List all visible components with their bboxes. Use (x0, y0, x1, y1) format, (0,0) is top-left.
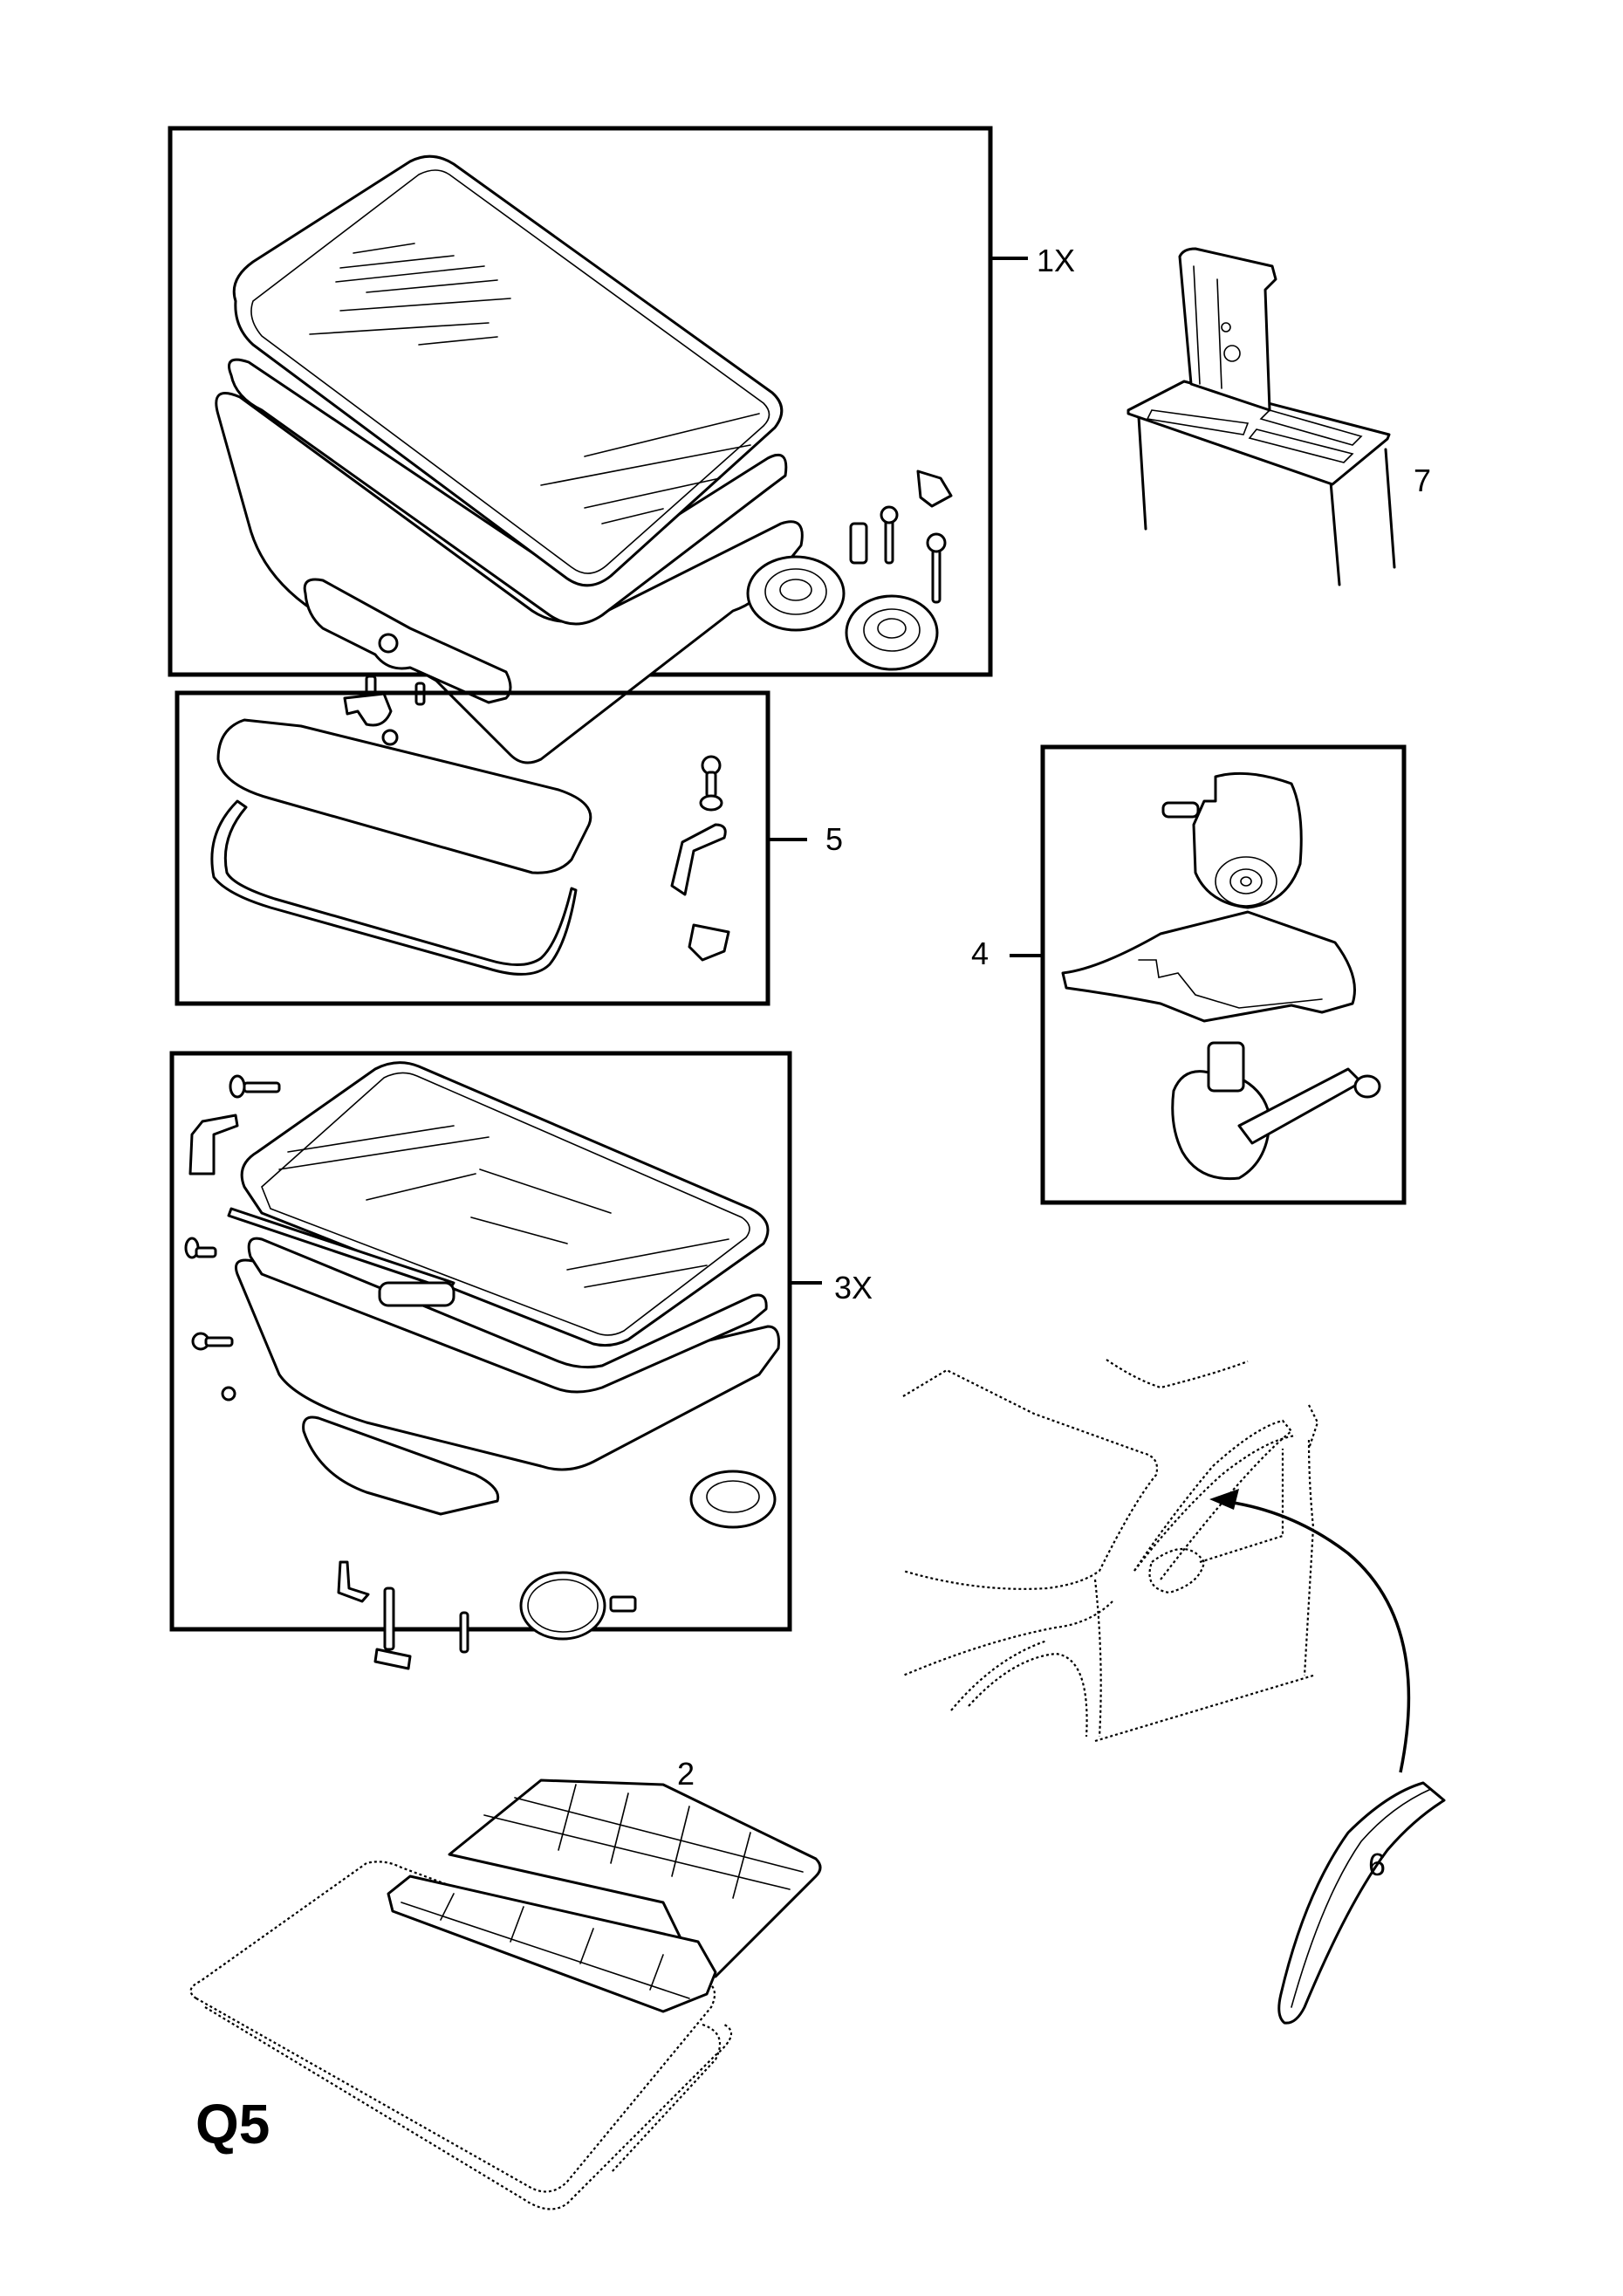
frame-4 (1040, 744, 1407, 1205)
part-7-pillar-bracket: 7 (1127, 247, 1431, 586)
callout-2: 2 (677, 1756, 695, 1792)
page-code: Q5 (195, 2093, 270, 2155)
fasteners-1x (343, 675, 426, 774)
callout-6: 6 (1368, 1847, 1386, 1882)
handle-pivot (378, 633, 399, 654)
mounting-arrow (1221, 1499, 1411, 1773)
glass-reflection-lines (309, 243, 760, 524)
cover-seal (210, 799, 578, 976)
callout-1x: 1X (1037, 243, 1075, 278)
callout-4: 4 (971, 936, 989, 971)
pillar-plate (1127, 380, 1391, 486)
sunroof-glass-3x (240, 1061, 770, 1347)
motor-pin (1161, 801, 1200, 819)
part-2-wind-deflector: 2 (189, 1756, 822, 2210)
sunroof-frame-3x (247, 1237, 768, 1394)
motor-housing (1192, 771, 1303, 909)
sunroof-frame (228, 358, 788, 626)
sunroof-glass (232, 154, 784, 587)
arrowhead (1209, 1489, 1239, 1510)
car-body-outline (902, 1359, 1319, 1743)
glass-inner-edge (250, 169, 770, 574)
door-moulding (1277, 1781, 1446, 2025)
handle-3x (302, 1415, 500, 1516)
pillar-handle (1178, 247, 1277, 412)
group-3x: 3X (169, 1051, 873, 1670)
frame-3x (169, 1051, 792, 1632)
sunroof-cover-panel (216, 718, 592, 874)
crank-gear (1171, 1070, 1271, 1181)
group-4: 4 (971, 744, 1407, 1205)
fasteners-3x (184, 1074, 469, 1670)
sunroof-opening-outline (189, 1861, 716, 2193)
drive-motor-3x (378, 1281, 455, 1307)
deflector-front-grille (387, 1874, 717, 2013)
frame-5 (175, 690, 770, 1006)
cable-coil-3x (519, 1571, 606, 1641)
cover-fasteners (670, 755, 730, 962)
seal-roll-3x (689, 1470, 777, 1529)
seal-rolls-1x (746, 555, 939, 671)
callout-3x: 3X (834, 1270, 873, 1306)
group-5: 5 (175, 690, 843, 1006)
glass-reflection-lines-3x (278, 1125, 729, 1288)
crank-spindle (1207, 1041, 1245, 1093)
motor-mount-plate (1061, 910, 1356, 1023)
callout-5: 5 (825, 821, 843, 857)
crank-knob (1353, 1074, 1381, 1099)
screws-1x-right (849, 469, 953, 604)
grille-slats (483, 1784, 804, 1899)
group-1x: 1X (168, 126, 1075, 774)
front-grille-slats (401, 1893, 690, 1999)
callout-7: 7 (1414, 463, 1431, 498)
part-6-door-moulding: 6 (1277, 1781, 1446, 2025)
sunroof-handle (303, 578, 512, 704)
